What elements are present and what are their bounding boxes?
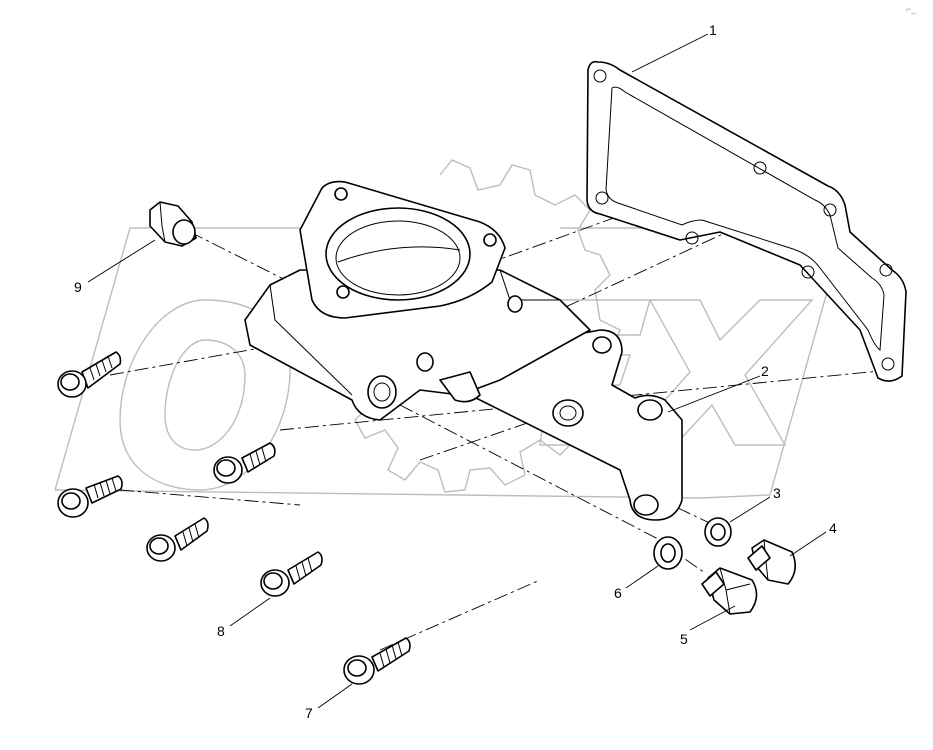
callout-7: 7 [305, 705, 313, 721]
flange-bolt-b [57, 475, 123, 518]
bracket-lower-hole [633, 494, 659, 516]
callout-leaders [87, 33, 827, 709]
gasket-hole [881, 357, 895, 371]
housing-center-bore [416, 352, 434, 372]
screw-plug-4 [747, 539, 796, 585]
gasket-hole [685, 231, 699, 245]
flange-bolt-e [260, 551, 323, 597]
housing-outlet-stub [439, 371, 481, 403]
bracket-upper-hole [637, 399, 663, 421]
sealing-ring-6 [653, 536, 683, 570]
gasket [586, 60, 907, 382]
callout-4: 4 [829, 520, 837, 536]
callout-5: 5 [680, 631, 688, 647]
callout-9: 9 [74, 279, 82, 295]
flange-bolt-a [57, 351, 122, 398]
callout-2: 2 [761, 363, 769, 379]
bracket-washer [552, 399, 584, 427]
flange-bore [325, 207, 471, 301]
callout-labels: 1 2 3 4 5 6 7 8 9 [74, 22, 837, 721]
housing-right-bore [507, 295, 523, 313]
thermostat-housing [244, 180, 683, 521]
gasket-hole [801, 265, 815, 279]
cap-nut [149, 201, 197, 247]
callout-6: 6 [614, 585, 622, 601]
callout-8: 8 [217, 623, 225, 639]
sealing-ring-3 [704, 517, 732, 547]
flange-bolt-d [146, 517, 209, 562]
gasket-inner [605, 86, 885, 352]
flange-bolt-c [213, 442, 276, 484]
bracket-mid-hole [592, 336, 612, 354]
screw-plug-5 [701, 567, 758, 615]
watermark-logo [54, 159, 846, 499]
gasket-outer [586, 60, 907, 382]
corner-mark: ⌐ ̲ [906, 4, 917, 14]
gasket-hole [593, 69, 607, 83]
gasket-hole [753, 161, 767, 175]
callout-3: 3 [773, 485, 781, 501]
gasket-hole [823, 203, 837, 217]
flange-bolt-hole [483, 233, 497, 247]
flange-bolt-hole [334, 187, 348, 201]
callout-1: 1 [709, 22, 717, 38]
gasket-hole [879, 263, 893, 277]
flange-bolt-f [343, 637, 411, 685]
housing-left-bore [367, 375, 397, 409]
watermark-outline-left [54, 227, 360, 491]
gasket-hole [595, 191, 609, 205]
watermark-outline-bottom [54, 489, 701, 499]
flange-bolt-hole [336, 285, 350, 299]
